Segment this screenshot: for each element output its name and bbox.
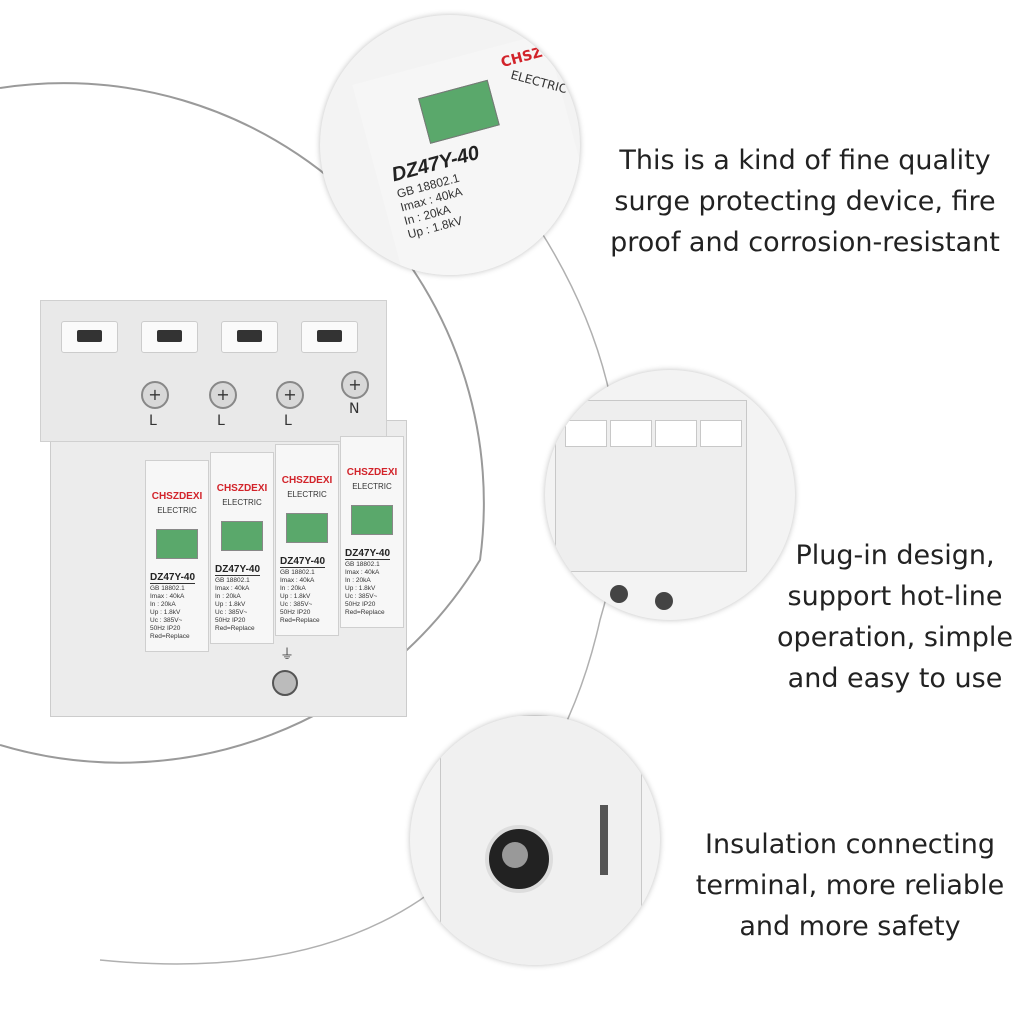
spec: Imax : 40kA [280, 577, 315, 584]
model-label: DZ47Y-40 [345, 548, 391, 560]
terminal-slot [301, 321, 358, 353]
spec: Up : 1.8kV [215, 601, 246, 608]
model-label: DZ47Y-40 [150, 572, 196, 584]
caption-line: Plug-in design, [795, 540, 995, 571]
sub-brand-label: ELECTRIC [287, 490, 327, 499]
module: CHSZDEXI ELECTRIC DZ47Y-40 GB 18802.1 Im… [145, 460, 209, 652]
spec: Uc : 385V~ [150, 617, 183, 624]
plugin-view-inset [545, 370, 795, 620]
spec: Red=Replace [280, 617, 320, 624]
caption-line: proof and corrosion-resistant [610, 227, 1000, 258]
spec: Imax : 40kA [345, 569, 380, 576]
terminal-label: L [149, 413, 157, 429]
caption-line: terminal, more reliable [695, 870, 1005, 901]
caption-line: This is a kind of fine quality [619, 145, 991, 176]
spec: Up : 1.8kV [345, 585, 376, 592]
caption-line: Insulation connecting [705, 829, 995, 860]
status-window [418, 79, 500, 144]
spec: In : 20kA [215, 593, 241, 600]
spec: In : 20kA [280, 585, 306, 592]
model-label: DZ47Y-40 [215, 564, 261, 576]
screw-icon: + [276, 381, 304, 409]
sub-brand-label: ELECTRIC [157, 506, 197, 515]
spec: Imax : 40kA [150, 593, 185, 600]
spec: Uc : 385V~ [345, 593, 378, 600]
spec: GB 18802.1 [150, 585, 185, 592]
spec: Red=Replace [150, 633, 190, 640]
spec: In : 20kA [345, 577, 371, 584]
status-window [286, 513, 328, 543]
feature-caption-2: Plug-in design, support hot-line operati… [760, 535, 1024, 699]
spec: Up : 1.8kV [150, 609, 181, 616]
module: CHSZDEXI ELECTRIC DZ47Y-40 GB 18802.1 Im… [275, 444, 339, 636]
sub-brand-label: ELECTRIC [222, 498, 262, 507]
spec: Uc : 385V~ [280, 601, 313, 608]
status-window [156, 529, 198, 559]
screw-icon [272, 670, 298, 696]
sub-brand-label: ELECTRIC [352, 482, 392, 491]
brand-label: CHSZDEXI [281, 475, 333, 486]
brand-label: CHSZDEXI [216, 483, 268, 494]
label-closeup-inset: DZ47Y-40 GB 18802.1 Imax : 40kA In : 20k… [320, 15, 580, 275]
surge-protector-image: + + + + L L L N CHSZDEXI ELECTRIC DZ47Y-… [30, 280, 410, 720]
spec: In : 20kA [150, 601, 176, 608]
ground-symbol-icon: ⏚ [280, 647, 294, 663]
spec: GB 18802.1 [280, 569, 315, 576]
caption-line: and more safety [739, 911, 961, 942]
spec: Up : 1.8kV [280, 593, 311, 600]
status-window [221, 521, 263, 551]
module: CHSZDEXI ELECTRIC DZ47Y-40 GB 18802.1 Im… [340, 436, 404, 628]
spec: GB 18802.1 [215, 577, 250, 584]
feature-caption-1: This is a kind of fine quality surge pro… [590, 140, 1020, 263]
screw-icon: + [209, 381, 237, 409]
spec: Red=Replace [345, 609, 385, 616]
brand-label: CHSZDEXI [346, 467, 398, 478]
terminal-slot [221, 321, 278, 353]
terminal-slot [141, 321, 198, 353]
spec: 50Hz IP20 [345, 601, 376, 608]
terminal-block: + + + + L L L N [40, 300, 387, 442]
caption-line: operation, simple [777, 622, 1013, 653]
terminal-closeup-inset [410, 715, 660, 965]
terminal-slot [61, 321, 118, 353]
screw-icon: + [141, 381, 169, 409]
spec: Red=Replace [215, 625, 255, 632]
spec: 50Hz IP20 [280, 609, 311, 616]
screw-icon: + [341, 371, 369, 399]
spec: Imax : 40kA [215, 585, 250, 592]
caption-line: surge protecting device, fire [614, 186, 996, 217]
spec: 50Hz IP20 [150, 625, 181, 632]
caption-line: support hot-line [787, 581, 1003, 612]
terminal-label: N [349, 401, 360, 417]
brand-label: CHSZDEXI [151, 491, 203, 502]
spec: Uc : 385V~ [215, 609, 248, 616]
terminal-label: L [217, 413, 225, 429]
module: CHSZDEXI ELECTRIC DZ47Y-40 GB 18802.1 Im… [210, 452, 274, 644]
spec: GB 18802.1 [345, 561, 380, 568]
terminal-label: L [284, 413, 292, 429]
feature-caption-3: Insulation connecting terminal, more rel… [680, 824, 1020, 947]
spec: 50Hz IP20 [215, 617, 246, 624]
model-label: DZ47Y-40 [280, 556, 326, 568]
caption-line: and easy to use [787, 663, 1003, 694]
status-window [351, 505, 393, 535]
